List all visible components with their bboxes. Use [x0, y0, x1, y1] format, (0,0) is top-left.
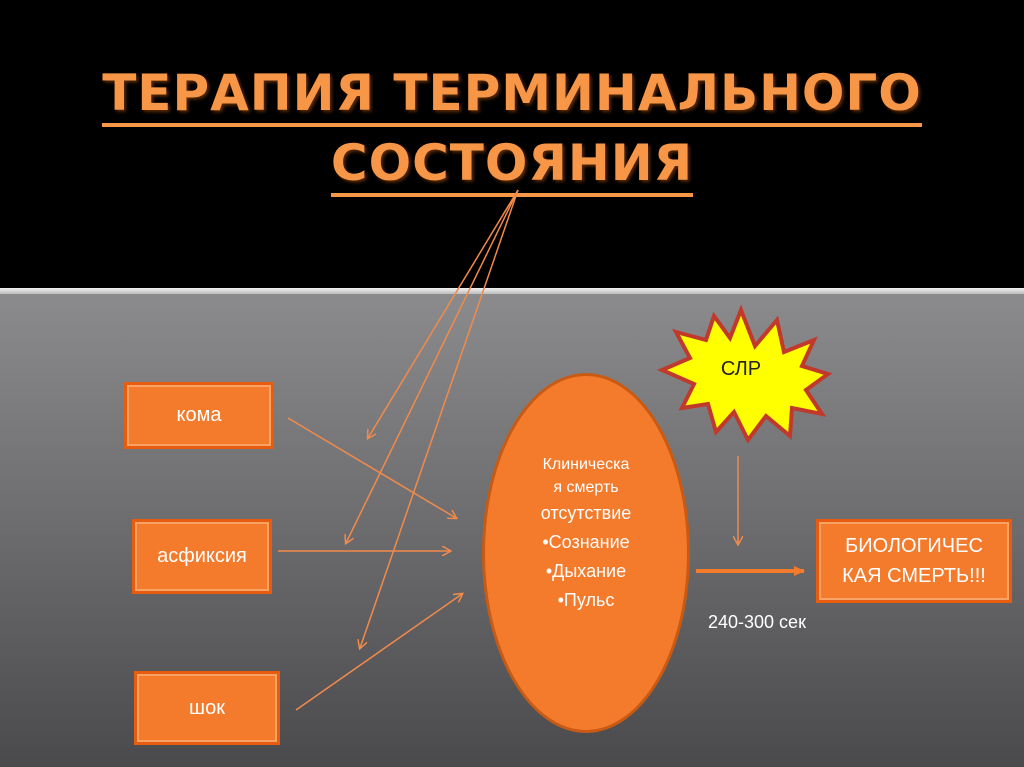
- clinical-line-2: я смерть: [553, 479, 619, 496]
- clinical-line-6: •Пульс: [557, 590, 615, 610]
- title-line-2: СОСТОЯНИЯ: [330, 133, 694, 197]
- duration-label: 240-300 сек: [708, 612, 806, 632]
- state-box-shock: шок: [134, 671, 280, 745]
- divider: [0, 288, 1024, 294]
- cpr-starburst-shape: [656, 304, 833, 444]
- asphyxia-label: асфиксия: [157, 545, 247, 567]
- biological-line-1: БИОЛОГИЧЕС: [845, 535, 983, 557]
- coma-label: кома: [176, 404, 222, 426]
- shock-label: шок: [189, 696, 225, 719]
- arrow-shock-to-clinical: [295, 594, 462, 711]
- biological-death-box: БИОЛОГИЧЕС КАЯ СМЕРТЬ!!!: [816, 519, 1012, 603]
- slide-title: ТЕРАПИЯ ТЕРМИНАЛЬНОГО СОСТОЯНИЯ: [0, 58, 1024, 198]
- title-line-1: ТЕРАПИЯ ТЕРМИНАЛЬНОГО: [102, 63, 922, 127]
- title-area: [0, 0, 1024, 288]
- cpr-label: СЛР: [720, 358, 762, 380]
- arrow-title-to-asphyxia: [346, 189, 519, 543]
- arrow-title-to-shock: [360, 189, 519, 648]
- clinical-line-4: •Сознание: [542, 532, 630, 552]
- arrow-coma-to-clinical: [287, 417, 456, 518]
- state-box-coma: кома: [124, 382, 274, 449]
- clinical-line-1: Клиническа: [542, 456, 630, 473]
- arrow-title-to-coma: [368, 189, 519, 438]
- biological-line-2: КАЯ СМЕРТЬ!!!: [842, 565, 986, 587]
- clinical-line-3: отсутствие: [540, 503, 632, 523]
- clinical-death-ellipse: [482, 373, 690, 733]
- state-box-asphyxia: асфиксия: [132, 519, 272, 594]
- clinical-line-5: •Дыхание: [545, 561, 627, 581]
- clinical-death-text: Клиническа я смерть отсутствие •Сознание…: [502, 453, 670, 615]
